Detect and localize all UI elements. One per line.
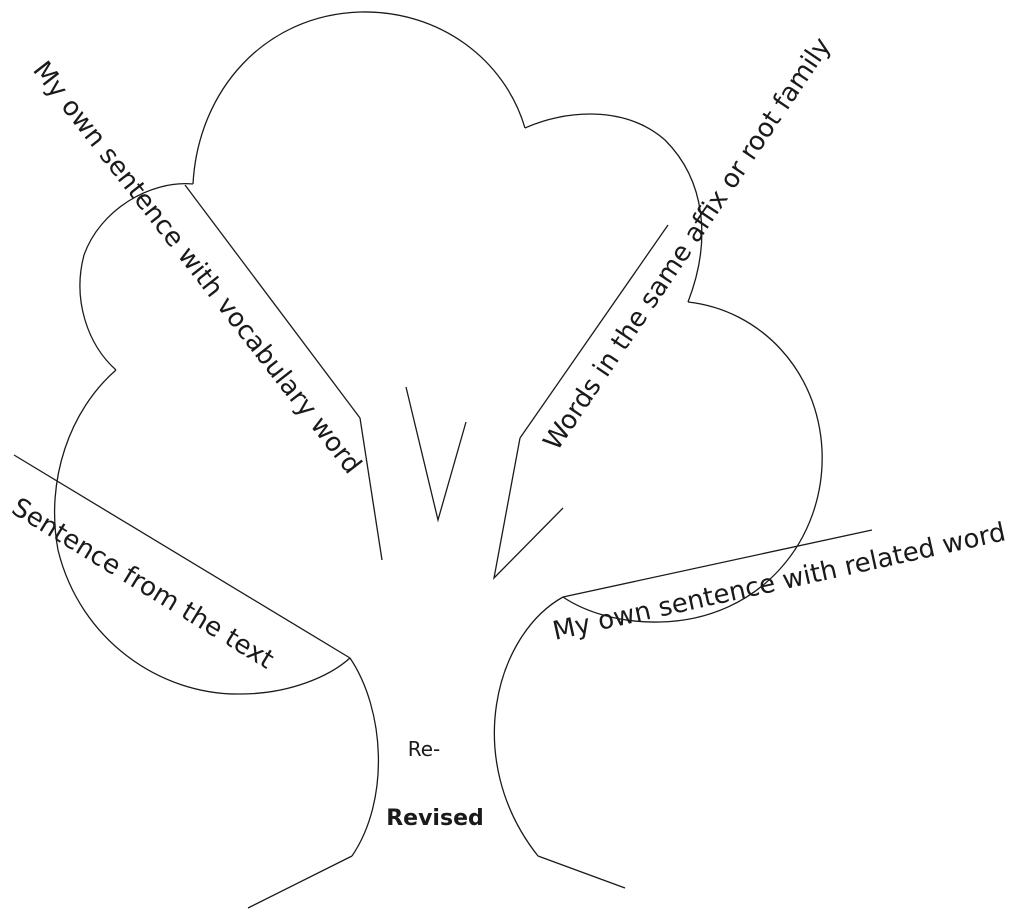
label-related-sentence: My own sentence with related word: [550, 517, 1008, 646]
label-vocab-sentence: My own sentence with vocabulary word: [26, 56, 366, 480]
branch-right-trunk: [494, 438, 563, 578]
branch-middle-v: [406, 387, 466, 520]
writing-line-text-sentence: [14, 455, 350, 658]
trunk-right-edge: [494, 597, 563, 856]
branch-left-trunk: [360, 418, 382, 560]
trunk-prefix: Re-: [408, 737, 441, 761]
crown-top-lobe: [193, 12, 525, 184]
root-left: [248, 856, 352, 908]
label-text-sentence: Sentence from the text: [6, 492, 279, 675]
root-right: [538, 856, 625, 888]
trunk-left-edge: [350, 658, 378, 856]
label-affix-family: Words in the same affix or root family: [538, 32, 837, 456]
trunk-word: Revised: [386, 806, 484, 831]
